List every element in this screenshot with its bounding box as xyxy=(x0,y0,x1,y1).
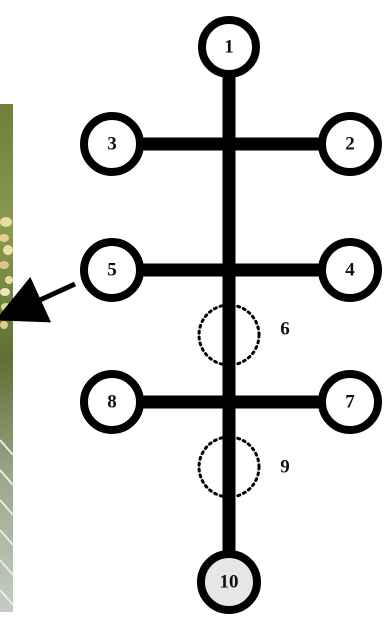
node-circle-3 xyxy=(80,112,144,176)
node-circle-9 xyxy=(197,435,261,499)
node-label-6: 6 xyxy=(280,319,290,340)
node-circle-1 xyxy=(198,16,260,78)
node-2: 2 xyxy=(318,112,382,176)
photo-stripes xyxy=(0,439,14,606)
node-9: 9 xyxy=(197,435,290,499)
node-label-2: 2 xyxy=(345,134,355,155)
node-circle-10 xyxy=(197,550,261,614)
node-10: 10 xyxy=(197,550,261,614)
photo-background xyxy=(0,104,13,612)
node-label-10: 10 xyxy=(220,572,239,593)
node-label-4: 4 xyxy=(345,260,355,281)
node-label-9: 9 xyxy=(280,457,290,478)
node-label-8: 8 xyxy=(107,392,117,413)
node-label-3: 3 xyxy=(107,134,117,155)
node-label-5: 5 xyxy=(107,260,117,281)
node-label-7: 7 xyxy=(345,392,355,413)
node-circle-2 xyxy=(318,112,382,176)
pointer-arrow xyxy=(0,276,77,323)
node-circle-4 xyxy=(318,238,382,302)
photo-strip xyxy=(0,104,14,612)
skeleton-edges xyxy=(112,47,350,582)
skeleton-nodes: 1 2 3 4 5 6 7 8 9 10 xyxy=(80,16,382,614)
node-7: 7 xyxy=(318,370,382,434)
node-4: 4 xyxy=(318,238,382,302)
node-6: 6 xyxy=(197,303,290,367)
node-8: 8 xyxy=(80,370,144,434)
node-circle-5 xyxy=(80,238,144,302)
node-1: 1 xyxy=(198,16,260,78)
node-circle-7 xyxy=(318,370,382,434)
node-circle-6 xyxy=(197,303,261,367)
node-5: 5 xyxy=(80,238,144,302)
node-3: 3 xyxy=(80,112,144,176)
node-circle-8 xyxy=(80,370,144,434)
node-label-1: 1 xyxy=(224,37,234,58)
